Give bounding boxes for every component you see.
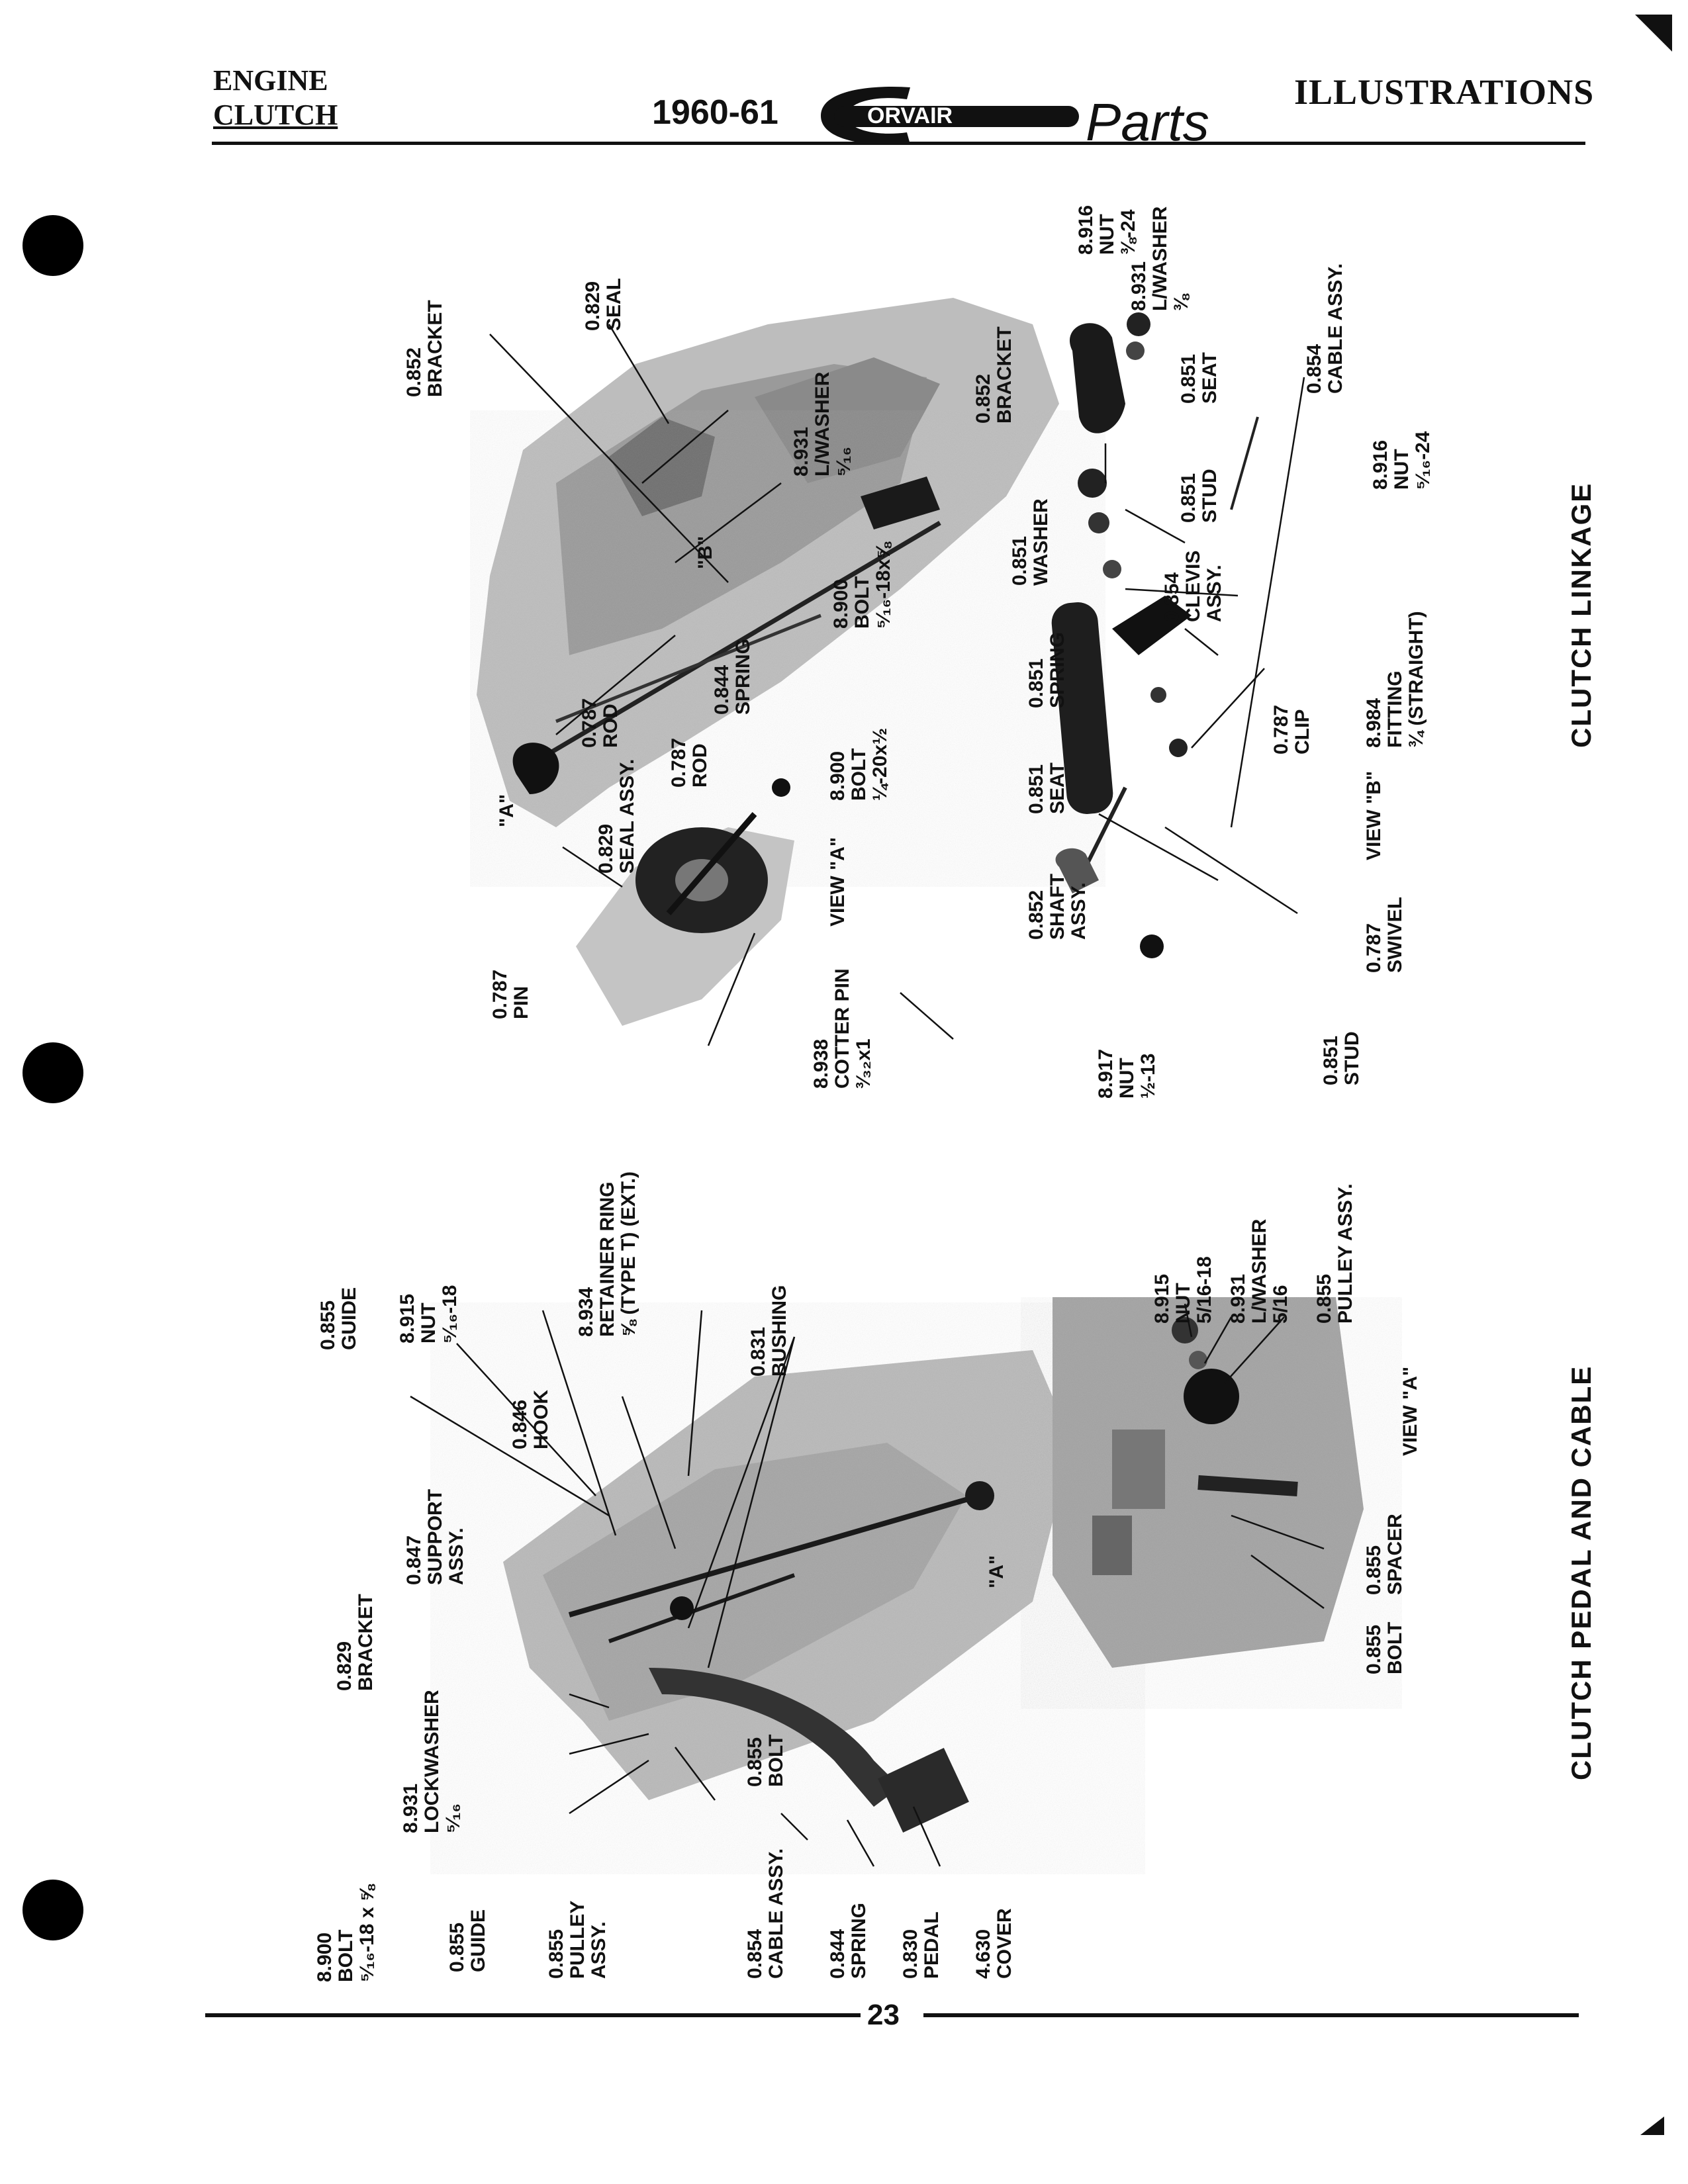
view-b-exploded-parts bbox=[1051, 312, 1259, 958]
header-rule bbox=[212, 142, 1585, 145]
logo-word: ORVAIR bbox=[867, 103, 953, 128]
label-view-b: VIEW "B" bbox=[1363, 770, 1385, 860]
clutch-linkage-illustration bbox=[477, 298, 1305, 1046]
engine-photo bbox=[477, 298, 1059, 847]
label-view-a-lower: VIEW "A" bbox=[1399, 1366, 1421, 1456]
section-title-clutch-linkage: CLUTCH LINKAGE bbox=[1566, 482, 1597, 748]
header-year: 1960-61 bbox=[652, 93, 778, 132]
punch-hole-middle bbox=[23, 1042, 83, 1103]
label-view-a-callout: "A" bbox=[496, 794, 518, 827]
label-view-a: VIEW "A" bbox=[827, 837, 849, 927]
footer-rule-left bbox=[205, 2013, 861, 2017]
corner-mark-top-right bbox=[1635, 15, 1672, 52]
header-category: ENGINE bbox=[213, 64, 328, 97]
label-a-callout-lower: "A" bbox=[986, 1555, 1008, 1588]
header-section-title: ILLUSTRATIONS bbox=[1294, 72, 1595, 112]
header-subcategory: CLUTCH bbox=[213, 99, 338, 131]
upper-leader-lines bbox=[489, 324, 1305, 1046]
punch-hole-bottom bbox=[23, 1880, 83, 1940]
view-a-pulley-photo bbox=[1053, 1297, 1370, 1668]
punch-hole-top bbox=[23, 215, 83, 276]
lower-leader-lines bbox=[410, 1303, 1325, 1867]
section-title-clutch-pedal-and-cable: CLUTCH PEDAL AND CABLE bbox=[1566, 1365, 1597, 1780]
page-number: 23 bbox=[867, 1999, 900, 2031]
label-view-b-callout: "B" bbox=[694, 535, 716, 569]
view-a-seal-photo bbox=[576, 778, 794, 1026]
corner-mark-bottom-right bbox=[1640, 2116, 1664, 2135]
clutch-pedal-cable-illustration bbox=[410, 1297, 1370, 1867]
header-breadcrumb: ENGINE CLUTCH bbox=[213, 64, 338, 132]
footer-rule-right bbox=[923, 2013, 1579, 2017]
